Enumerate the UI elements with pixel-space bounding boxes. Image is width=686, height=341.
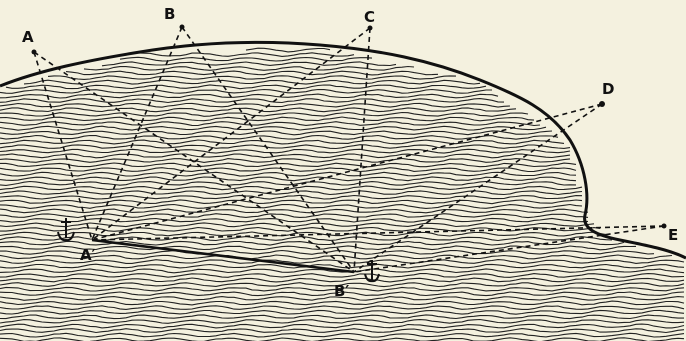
- hatch-line: [0, 195, 582, 199]
- hatch-line: [0, 205, 582, 209]
- hatch-line: [0, 182, 576, 186]
- hatch-line: [0, 218, 588, 222]
- hatch-line: [0, 108, 516, 112]
- hatch-line: [0, 103, 510, 107]
- hatch-line: [0, 329, 684, 333]
- point-label-b-prime: B′: [334, 282, 349, 300]
- hatch-line: [66, 71, 438, 75]
- hatch-line: [24, 80, 480, 84]
- hatch-line: [0, 131, 552, 135]
- hatch-line: [0, 136, 558, 140]
- hatch-line: [0, 154, 570, 158]
- hatch-line: [0, 90, 492, 94]
- hatch-line: [0, 94, 498, 98]
- hatch-line: [0, 117, 534, 121]
- hatch-line: [102, 62, 396, 66]
- hatch-line: [0, 191, 582, 195]
- hatch-line: [0, 126, 546, 130]
- hatch-line: [246, 48, 330, 52]
- point-label-a-prime: A′: [80, 246, 96, 264]
- hatch-line: [0, 163, 576, 167]
- hatch-line: [6, 85, 486, 89]
- hatch-line: [0, 122, 540, 126]
- point-c-dot: [368, 26, 373, 31]
- hatch-line: [48, 76, 456, 80]
- hatch-line: [0, 301, 684, 305]
- hatch-line: [0, 186, 582, 190]
- hatch-line: [0, 158, 570, 162]
- point-d-dot: [599, 101, 605, 107]
- hatch-line: [0, 200, 582, 204]
- sight-line-a-b1: [34, 52, 354, 272]
- point-label-c: C: [364, 8, 375, 26]
- hatch-line: [0, 214, 588, 218]
- hatch-line: [120, 57, 372, 61]
- point-label-d: D: [602, 80, 614, 98]
- hatch-line: [0, 168, 576, 172]
- hatch-line: [0, 172, 576, 176]
- hatch-line: [0, 264, 684, 268]
- hatch-line: [0, 310, 684, 314]
- hatch-line: [0, 320, 684, 324]
- point-label-e: E: [668, 226, 678, 244]
- sight-line-a-a1: [34, 52, 92, 240]
- hatch-line: [0, 255, 672, 259]
- hatch-line: [0, 99, 504, 103]
- hatch-line: [0, 145, 570, 149]
- hatch-line: [0, 140, 564, 144]
- point-label-a: A: [22, 28, 34, 46]
- point-b-dot: [180, 25, 185, 30]
- hatch-line: [0, 306, 684, 310]
- point-label-b: B: [164, 5, 175, 23]
- hatch-line: [0, 315, 684, 319]
- hatch-line: [0, 113, 528, 117]
- point-a-dot: [32, 50, 37, 55]
- hatch-line: [0, 324, 684, 328]
- hatch-line: [0, 333, 684, 337]
- hatch-line: [0, 149, 570, 153]
- point-e-dot: [662, 224, 667, 229]
- hatch-line: [0, 223, 594, 227]
- hatch-line: [0, 274, 684, 278]
- hatch-line: [84, 67, 414, 71]
- hatch-line: [0, 209, 588, 213]
